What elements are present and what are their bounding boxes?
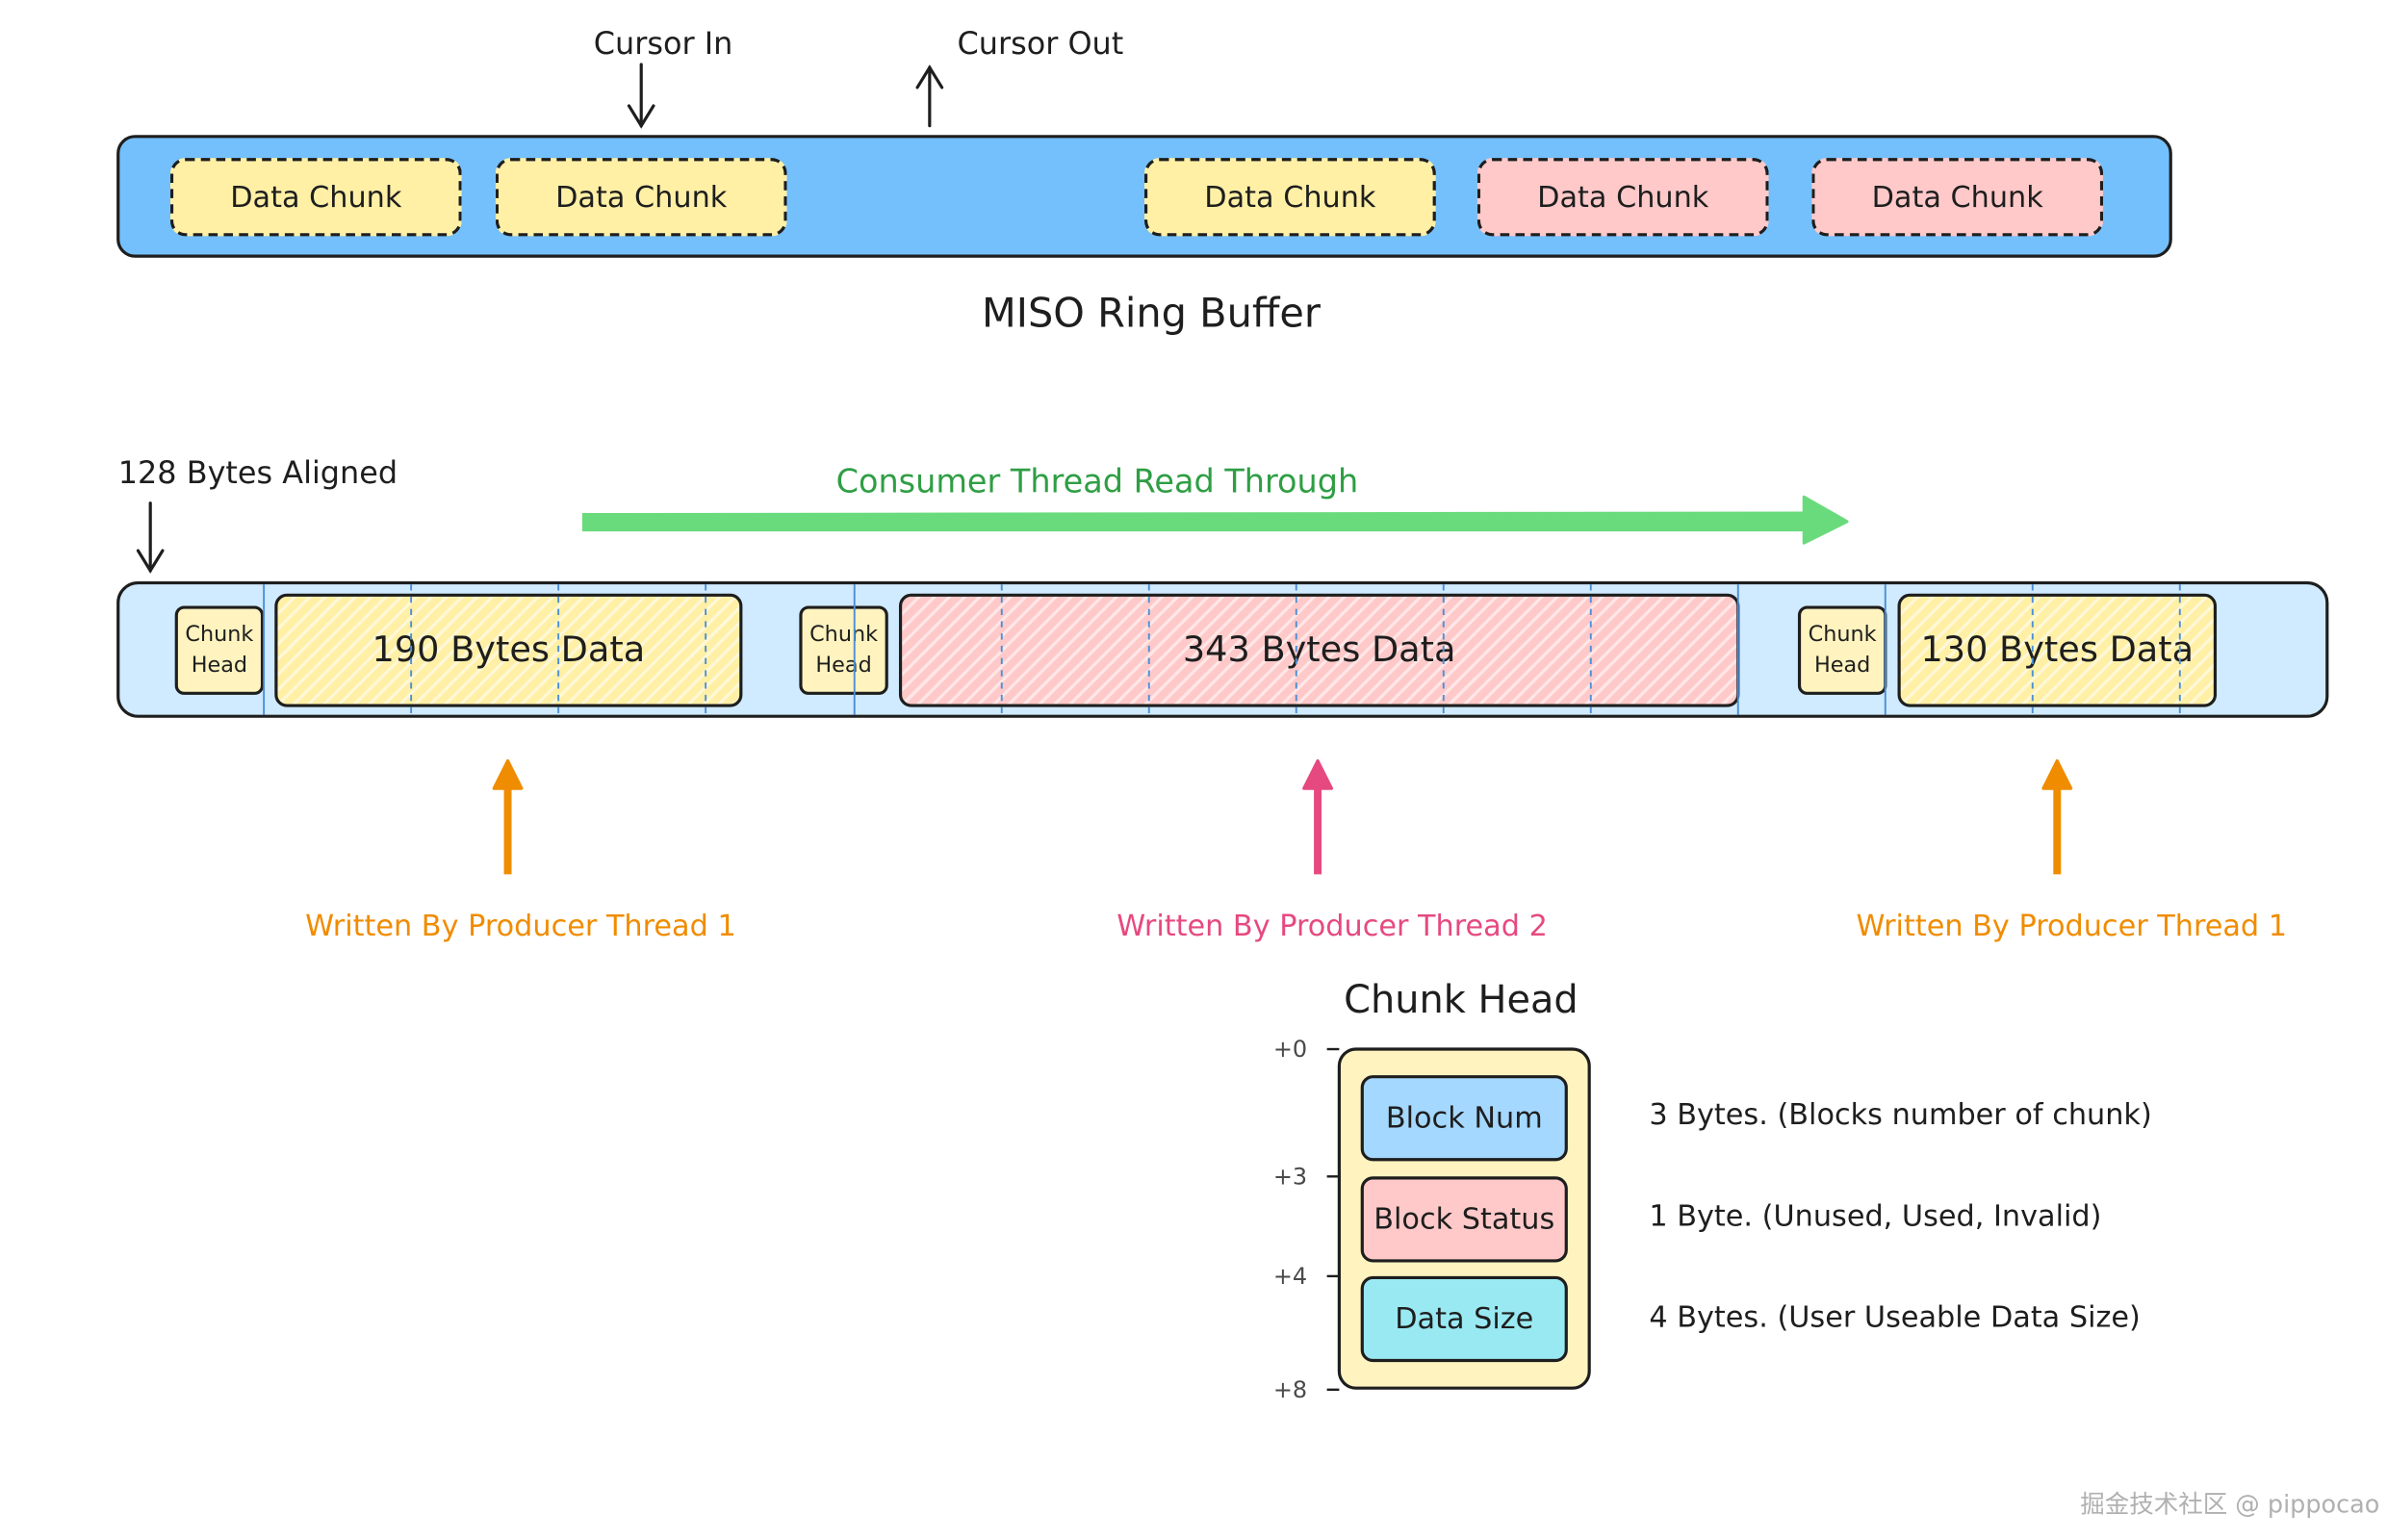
offset-4: +4 (1272, 1262, 1308, 1291)
chunk-head-3-line-1: Chunk (1808, 623, 1877, 648)
chunk-head-3-line-2: Head (1813, 653, 1871, 679)
producer-arrow-3 (2041, 758, 2073, 875)
field-block-status: Block Status (1360, 1176, 1568, 1263)
consumer-arrow (581, 495, 1849, 545)
watermark: 掘金技术社区 @ pippocao (2080, 1489, 2380, 1519)
field-data-size-desc: 4 Bytes. (User Useable Data Size) (1649, 1300, 2141, 1335)
ring-chunk-2: Data Chunk (495, 158, 787, 237)
ring-chunk-5: Data Chunk (1811, 158, 2104, 237)
cursor-in-label: Cursor In (593, 24, 733, 62)
ring-buffer-title: MISO Ring Buffer (982, 291, 1321, 338)
chunk-head-1-line-2: Head (191, 653, 248, 679)
field-block-status-desc: 1 Byte. (Unused, Used, Invalid) (1649, 1199, 2102, 1234)
offset-8: +8 (1272, 1375, 1308, 1404)
chunk-head-2-line-1: Chunk (809, 623, 879, 648)
field-data-size: Data Size (1360, 1275, 1568, 1363)
data-block-3: 130 Bytes Data (1897, 593, 2218, 707)
offset-3: +3 (1272, 1162, 1308, 1191)
chunk-head-3: Chunk Head (1797, 605, 1887, 695)
offset-ticks (1326, 1047, 1340, 1391)
cursor-in-arrow (627, 63, 655, 129)
data-block-1: 190 Bytes Data (274, 593, 743, 707)
aligned-arrow (136, 501, 165, 574)
producer-label-3: Written By Producer Thread 1 (1856, 910, 2288, 944)
producer-label-1: Written By Producer Thread 1 (305, 910, 736, 944)
field-block-num-desc: 3 Bytes. (Blocks number of chunk) (1649, 1098, 2152, 1133)
chunk-head-1-line-1: Chunk (185, 623, 254, 648)
chunk-head-2: Chunk Head (799, 605, 888, 695)
consumer-label: Consumer Thread Read Through (835, 463, 1359, 500)
ring-chunk-1: Data Chunk (169, 158, 462, 237)
aligned-label: 128 Bytes Aligned (117, 453, 398, 491)
producer-arrow-1 (492, 758, 524, 875)
cursor-out-label: Cursor Out (957, 24, 1124, 62)
offset-0: +0 (1272, 1035, 1308, 1064)
field-block-num: Block Num (1360, 1075, 1568, 1162)
producer-label-2: Written By Producer Thread 2 (1116, 910, 1548, 944)
producer-arrow-2 (1302, 758, 1334, 875)
cursor-out-arrow (915, 64, 944, 128)
ring-chunk-3: Data Chunk (1143, 158, 1436, 237)
chunk-head-1: Chunk Head (174, 605, 265, 695)
data-block-2: 343 Bytes Data (898, 593, 1740, 707)
chunk-head-2-line-2: Head (815, 653, 872, 679)
chunk-head-title: Chunk Head (1344, 977, 1578, 1022)
ring-chunk-4: Data Chunk (1476, 158, 1769, 237)
